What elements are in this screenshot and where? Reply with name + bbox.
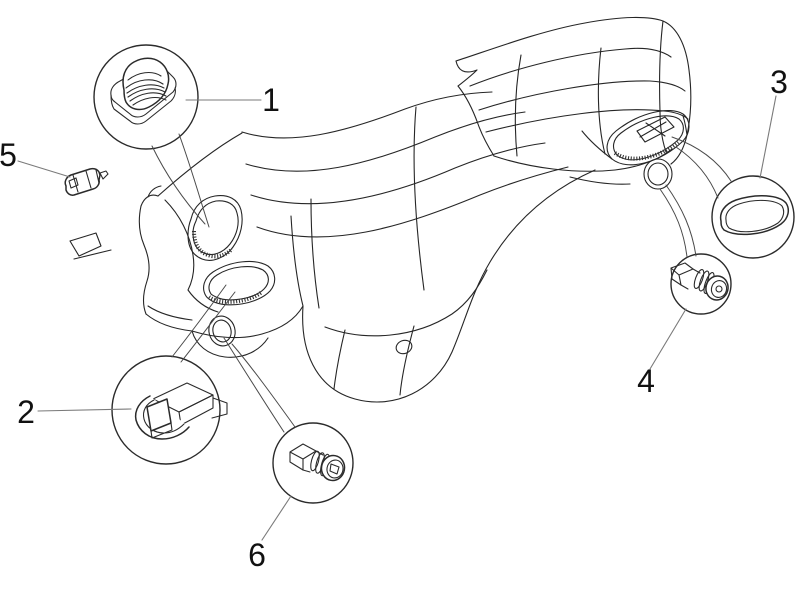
callout-1 <box>93 44 199 150</box>
part-push-button-switch-right <box>670 262 729 301</box>
right-housing <box>569 110 690 190</box>
part-guarded-slider-switch <box>134 382 228 440</box>
part-indicator-bulb <box>64 167 109 196</box>
callout-labels: 1 2 3 4 5 6 <box>0 64 788 573</box>
wedge-2 <box>171 284 236 363</box>
wedge-3 <box>671 136 732 199</box>
upper-switch-opening <box>187 195 243 261</box>
cover-left-edge <box>457 85 495 157</box>
callout-label-2: 2 <box>17 394 35 430</box>
cover-panel-lines <box>469 20 689 172</box>
lower-fairing <box>191 169 596 403</box>
pod-bottom <box>145 313 193 332</box>
scooter-body <box>69 16 692 403</box>
leader-5 <box>17 160 71 178</box>
handlebar-tube-lines <box>241 91 569 309</box>
callout-label-4: 4 <box>637 363 655 399</box>
callout-4 <box>670 253 732 315</box>
callout-label-5: 5 <box>0 137 17 173</box>
callout-label-6: 6 <box>248 537 266 573</box>
lower-switch-opening <box>203 260 276 306</box>
callout-2 <box>111 355 228 465</box>
housing-rect-opening <box>636 116 675 143</box>
part-push-button-switch-left <box>289 443 346 482</box>
leader-6 <box>261 495 292 541</box>
fairing-outline <box>302 169 596 403</box>
right-round-hole <box>643 158 673 190</box>
callout-label-1: 1 <box>262 82 280 118</box>
callout-6 <box>272 422 354 504</box>
leader-3 <box>759 95 777 179</box>
fairing-small-hole <box>395 339 413 355</box>
callout-circle-6 <box>272 422 354 504</box>
pointer-wedges <box>151 133 732 433</box>
mirror-mount-lines <box>69 232 112 260</box>
pod-flap <box>140 185 162 207</box>
left-control-pod <box>69 132 304 339</box>
part-oval-lens-cover <box>719 195 790 236</box>
pod-bottom-step <box>147 305 193 321</box>
pod-left-edge <box>138 205 150 315</box>
cover-outline <box>455 16 692 165</box>
wedge-6 <box>223 337 296 433</box>
pod-right-edge <box>191 305 304 339</box>
leader-2 <box>37 408 132 412</box>
callout-label-3: 3 <box>770 64 788 100</box>
part-rocker-switch <box>110 57 177 125</box>
leader-lines <box>17 95 777 541</box>
callout-3 <box>711 175 795 259</box>
wedge-1 <box>151 133 210 228</box>
pod-inner-contour <box>164 199 219 313</box>
left-round-hole <box>208 315 236 347</box>
handlebar-cover <box>455 16 692 172</box>
leader-4 <box>649 308 687 370</box>
cover-notch <box>455 60 478 87</box>
wedge-4 <box>659 184 697 258</box>
pod-top-edge <box>157 132 243 197</box>
